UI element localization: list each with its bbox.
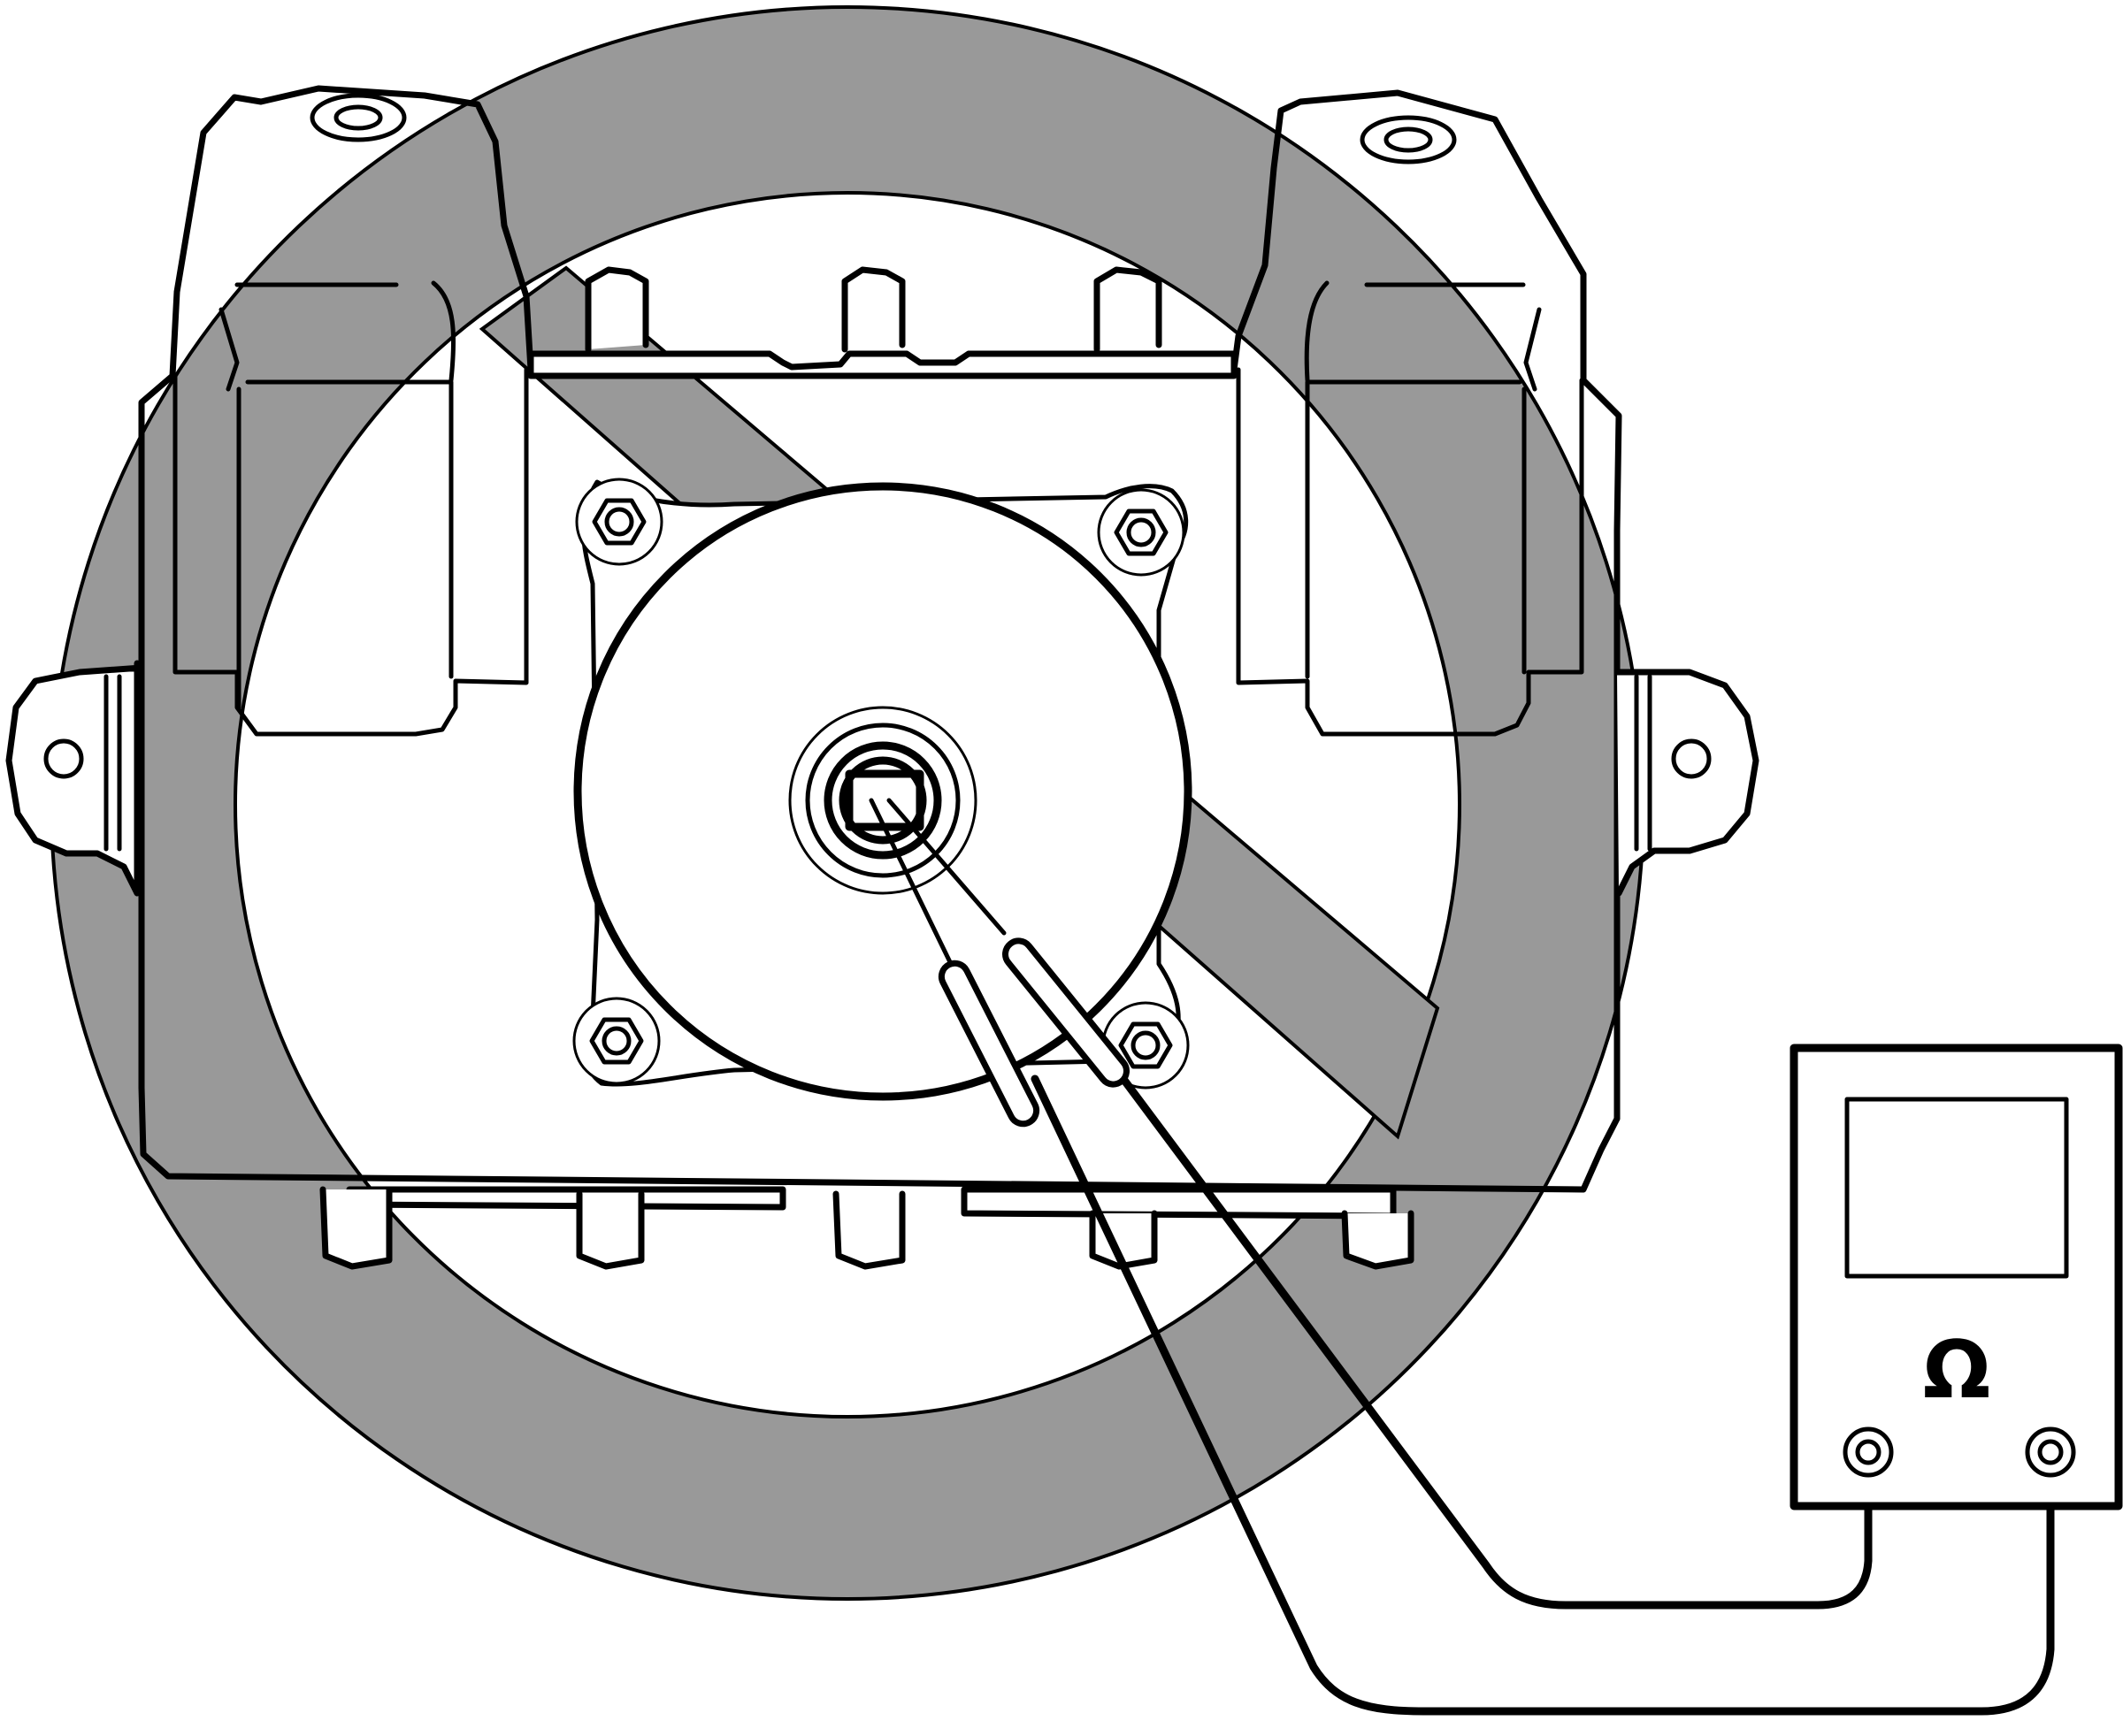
probe-right-tip [886,798,1007,936]
housing-outline [138,85,1622,1193]
bottom-stud-1 [319,1186,393,1270]
top-right-eyelet-inner [1383,126,1433,153]
right-ear-inner [1634,674,1652,852]
motor-housing-icon [5,85,1759,1270]
terminal-left [1843,1426,1894,1478]
bolt-top-right [1097,488,1185,577]
bolt-bottom-left [572,997,661,1085]
top-stud-2 [841,266,906,353]
left-hinge [218,307,240,392]
top-left-eyelet-outer [310,93,407,142]
ohmmeter-symbol: Ω [1923,1324,1991,1417]
left-pillar-inner [234,280,456,710]
top-stud-1 [585,266,649,353]
bottom-bar-right [961,1186,1397,1220]
ohmmeter-display [1844,1097,2069,1279]
top-left-eyelet-inner [333,104,383,131]
right-pillar [1236,367,1584,737]
top-right-eyelet-outer [1360,115,1457,164]
left-pillar [172,367,529,737]
left-ear-hole [43,738,84,779]
right-hinge [1523,307,1542,392]
test-lead-left-wire [1031,1074,2055,1716]
bottom-stud-5 [1341,1210,1414,1270]
left-ear-inner [103,674,122,852]
terminal-right [2025,1426,2076,1478]
probe-right-handle [1002,937,1130,1088]
probe-left-tip [869,798,954,967]
bottom-stud-3 [832,1190,906,1270]
right-ear-hole [1671,738,1712,779]
test-lead-right-wire [1106,1057,1873,1610]
bolt-top-left [575,478,663,566]
top-stud-3 [1093,266,1162,353]
bottom-bar-left [346,1186,786,1211]
right-pillar-inner [1304,280,1527,679]
bottom-stud-2 [576,1190,645,1270]
ohmmeter-icon: Ω [869,798,2123,1716]
top-bar [527,350,1238,379]
prohibition-ring [50,5,1646,1601]
probe-left-handle [938,960,1040,1128]
